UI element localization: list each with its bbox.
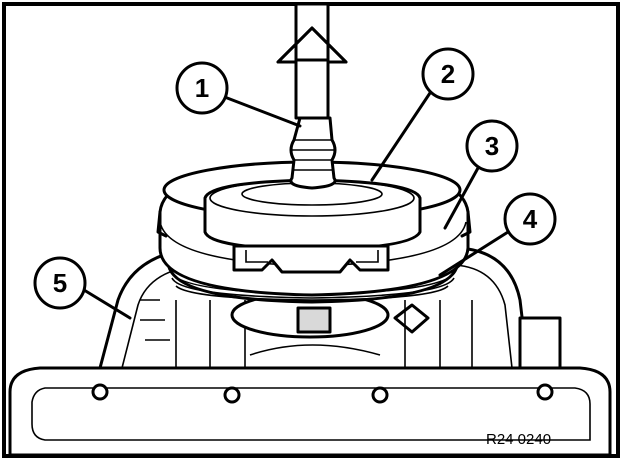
callout-3: 3 bbox=[465, 119, 519, 173]
callout-2-number: 2 bbox=[441, 59, 455, 89]
inner-drum bbox=[230, 291, 390, 356]
callout-4-number: 4 bbox=[523, 204, 538, 234]
callout-4: 4 bbox=[503, 192, 557, 246]
leader-line-1 bbox=[220, 94, 302, 128]
bolt-hole bbox=[536, 383, 554, 401]
callout-5: 5 bbox=[33, 256, 87, 310]
leader-line-4 bbox=[438, 230, 510, 277]
part-1-puller-tool bbox=[289, 58, 337, 190]
callout-1-number: 1 bbox=[195, 73, 209, 103]
housing-base-plate bbox=[8, 366, 612, 457]
leader-line-5 bbox=[82, 288, 132, 320]
bolt-hole bbox=[91, 383, 109, 401]
leader-line-2 bbox=[370, 88, 434, 182]
callout-5-number: 5 bbox=[53, 268, 67, 298]
bolt-hole bbox=[371, 386, 389, 404]
callout-3-number: 3 bbox=[485, 131, 499, 161]
callout-2: 2 bbox=[421, 47, 475, 101]
bolt-hole bbox=[223, 386, 241, 404]
figure-reference-code: R24 0240 bbox=[486, 431, 551, 448]
part-2-piston bbox=[203, 178, 422, 274]
callout-1: 1 bbox=[175, 61, 229, 115]
leader-line-3 bbox=[443, 166, 480, 230]
